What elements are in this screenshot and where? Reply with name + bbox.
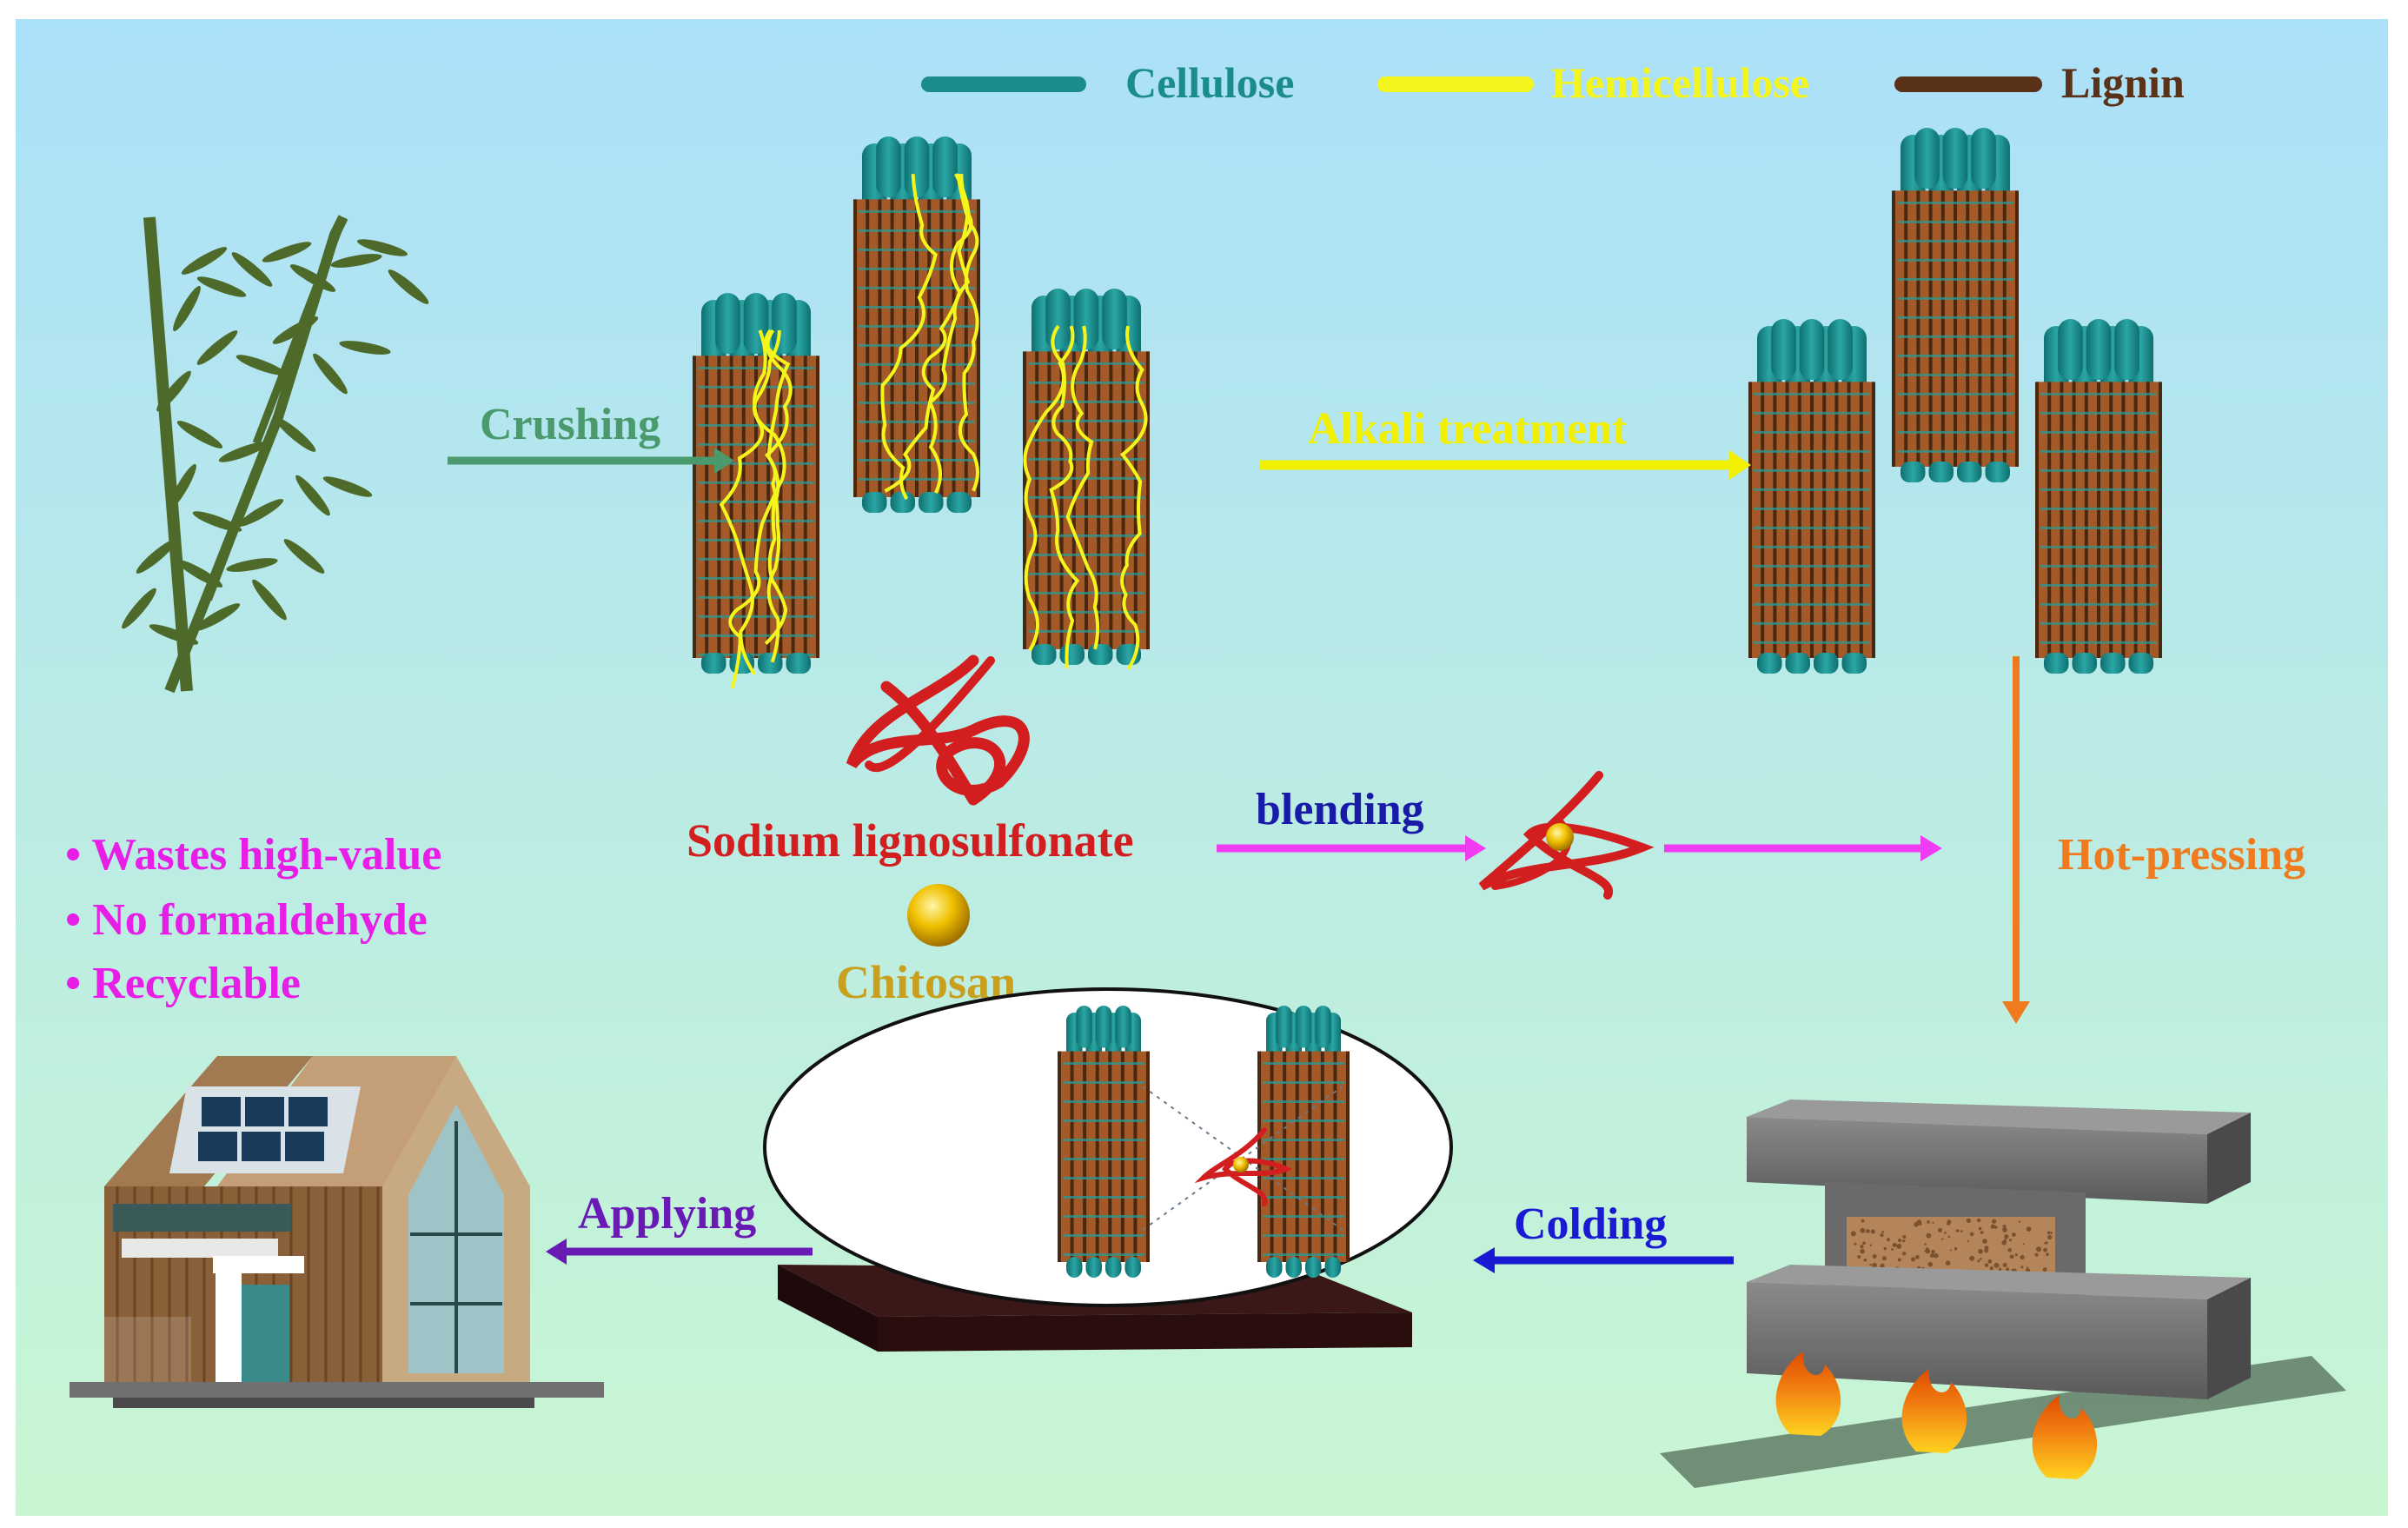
benefit-item: • Wastes high-value <box>65 830 441 880</box>
blended-molecule-icon <box>1478 771 1655 900</box>
fiber-bundle <box>2035 319 2162 674</box>
hot-pressing-label: Hot-pressing <box>2058 830 2305 880</box>
benefit-item: • No formaldehyde <box>65 895 428 945</box>
hot-press-illustration <box>1660 1099 2346 1488</box>
legend-swatch-hemicellulose <box>1377 76 1534 92</box>
alkali-arrow <box>1260 450 1751 480</box>
applying-label: Applying <box>578 1189 756 1239</box>
fiber-bundle <box>693 293 819 689</box>
alkali-label: Alkali treatment <box>1308 404 1628 454</box>
legend-swatch-cellulose <box>921 76 1086 92</box>
pink-arrow <box>1664 835 1942 861</box>
blending-arrow <box>1217 835 1486 861</box>
fiber-bundle <box>1257 1006 1350 1278</box>
raw-fiber-bundles <box>693 136 1150 689</box>
fiber-bundle <box>1023 289 1150 671</box>
lignosulfonate-molecule-icon <box>846 654 1030 806</box>
lignosulfonate-label: Sodium lignosulfonate <box>687 814 1134 867</box>
chitosan-sphere-icon <box>907 884 970 947</box>
hot-pressing-arrow <box>2002 656 2030 1024</box>
fiber-bundle <box>853 136 980 513</box>
house-illustration <box>70 1056 604 1408</box>
legend-label-lignin: Lignin <box>2061 58 2185 107</box>
fiber-bundle <box>1892 128 2019 482</box>
treated-fiber-bundles <box>1748 128 2162 674</box>
flame-icon <box>1775 1352 2098 1479</box>
benefits-list: • Wastes high-value • No formaldehyde • … <box>65 830 441 1008</box>
colding-arrow <box>1473 1247 1734 1273</box>
benefit-item: • Recyclable <box>65 959 301 1008</box>
fiber-bundle <box>1748 319 1875 674</box>
legend: Cellulose Hemicellulose Lignin <box>921 58 2185 107</box>
fiber-bundle <box>1058 1006 1150 1278</box>
legend-swatch-lignin <box>1894 76 2042 92</box>
legend-label-hemicellulose: Hemicellulose <box>1551 58 1809 107</box>
colding-label: Colding <box>1514 1199 1667 1249</box>
blending-label: blending <box>1256 785 1424 834</box>
crushing-label: Crushing <box>480 400 660 449</box>
applying-arrow <box>546 1239 813 1265</box>
bamboo-illustration <box>122 215 429 694</box>
legend-label-cellulose: Cellulose <box>1125 58 1294 107</box>
bonding-mechanism-inset <box>763 987 1453 1307</box>
crushing-arrow <box>448 448 734 474</box>
